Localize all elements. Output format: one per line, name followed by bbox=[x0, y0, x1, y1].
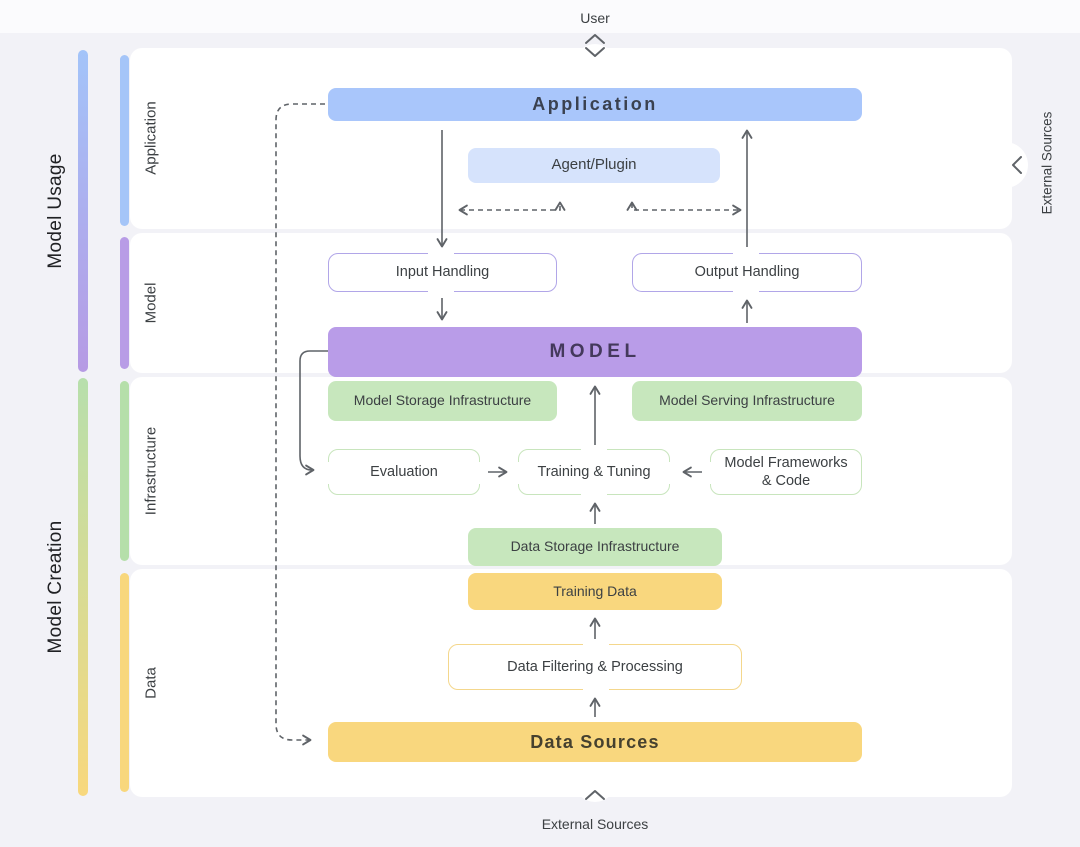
evaluation-node-label: Evaluation bbox=[370, 463, 438, 480]
input-handling-node-label: Input Handling bbox=[395, 264, 490, 281]
border-gap bbox=[733, 290, 759, 294]
chevron-left-icon[interactable] bbox=[1012, 156, 1022, 174]
top-strip bbox=[0, 0, 1080, 33]
external-sources-right-label: External Sources bbox=[1039, 111, 1055, 215]
model-node[interactable]: MODEL bbox=[328, 327, 862, 377]
model-usage-bar bbox=[78, 50, 88, 372]
model-node-label: MODEL bbox=[549, 341, 641, 363]
training-data-node[interactable]: Training Data bbox=[468, 573, 722, 610]
agent-plugin-node[interactable]: Agent/Plugin bbox=[468, 148, 720, 183]
border-gap bbox=[581, 447, 607, 451]
evaluation-node[interactable]: Evaluation bbox=[326, 449, 482, 495]
data-storage-infrastructure-node[interactable]: Data Storage Infrastructure bbox=[468, 528, 722, 566]
data-filtering-processing-node[interactable]: Data Filtering & Processing bbox=[448, 642, 742, 692]
model-frameworks-code-node[interactable]: Model Frameworks & Code bbox=[708, 449, 862, 495]
application-node-label: Application bbox=[532, 94, 658, 115]
border-gap bbox=[581, 493, 607, 497]
data-layer-bar bbox=[120, 573, 129, 792]
agent-plugin-node-label: Agent/Plugin bbox=[551, 156, 637, 174]
data-sources-node[interactable]: Data Sources bbox=[328, 722, 862, 762]
training-data-node-label: Training Data bbox=[553, 582, 637, 599]
border-gap bbox=[583, 642, 609, 646]
border-gap bbox=[428, 251, 454, 255]
chevron-up-icon[interactable] bbox=[585, 34, 605, 44]
output-handling-node[interactable]: Output Handling bbox=[632, 251, 862, 294]
layer-label-data: Data bbox=[142, 667, 160, 699]
model-layer-bar bbox=[120, 237, 129, 369]
model-usage-label: Model Usage bbox=[45, 153, 66, 269]
frameworks-code-node-label: Model Frameworks & Code bbox=[724, 454, 848, 489]
model-storage-infrastructure-node[interactable]: Model Storage Infrastructure bbox=[328, 381, 557, 421]
border-gap bbox=[516, 462, 520, 484]
border-gap bbox=[478, 462, 482, 484]
layer-label-application: Application bbox=[142, 101, 160, 175]
border-gap bbox=[733, 251, 759, 255]
data-storage-node-label: Data Storage Infrastructure bbox=[510, 538, 680, 555]
layer-label-model: Model bbox=[142, 282, 160, 324]
application-node[interactable]: Application bbox=[328, 88, 862, 121]
input-handling-node[interactable]: Input Handling bbox=[328, 251, 557, 294]
user-label: User bbox=[580, 10, 610, 26]
data-sources-node-label: Data Sources bbox=[530, 731, 660, 752]
application-layer-bar bbox=[120, 55, 129, 226]
output-handling-node-label: Output Handling bbox=[694, 264, 800, 281]
data-filtering-node-label: Data Filtering & Processing bbox=[507, 658, 683, 675]
border-gap bbox=[326, 462, 330, 484]
training-tuning-node-label: Training & Tuning bbox=[537, 463, 651, 480]
border-gap bbox=[583, 688, 609, 692]
model-serving-node-label: Model Serving Infrastructure bbox=[659, 392, 835, 409]
model-storage-node-label: Model Storage Infrastructure bbox=[353, 392, 532, 409]
row-application bbox=[130, 48, 1012, 229]
model-creation-bar bbox=[78, 378, 88, 796]
model-creation-label: Model Creation bbox=[45, 520, 66, 654]
layer-label-infrastructure: Infrastructure bbox=[142, 426, 160, 516]
training-tuning-node[interactable]: Training & Tuning bbox=[516, 447, 672, 497]
model-serving-infrastructure-node[interactable]: Model Serving Infrastructure bbox=[632, 381, 862, 421]
external-sources-bottom-label: External Sources bbox=[541, 816, 649, 832]
border-gap bbox=[668, 462, 672, 484]
border-gap bbox=[708, 462, 712, 484]
border-gap bbox=[428, 290, 454, 294]
infrastructure-layer-bar bbox=[120, 381, 129, 561]
